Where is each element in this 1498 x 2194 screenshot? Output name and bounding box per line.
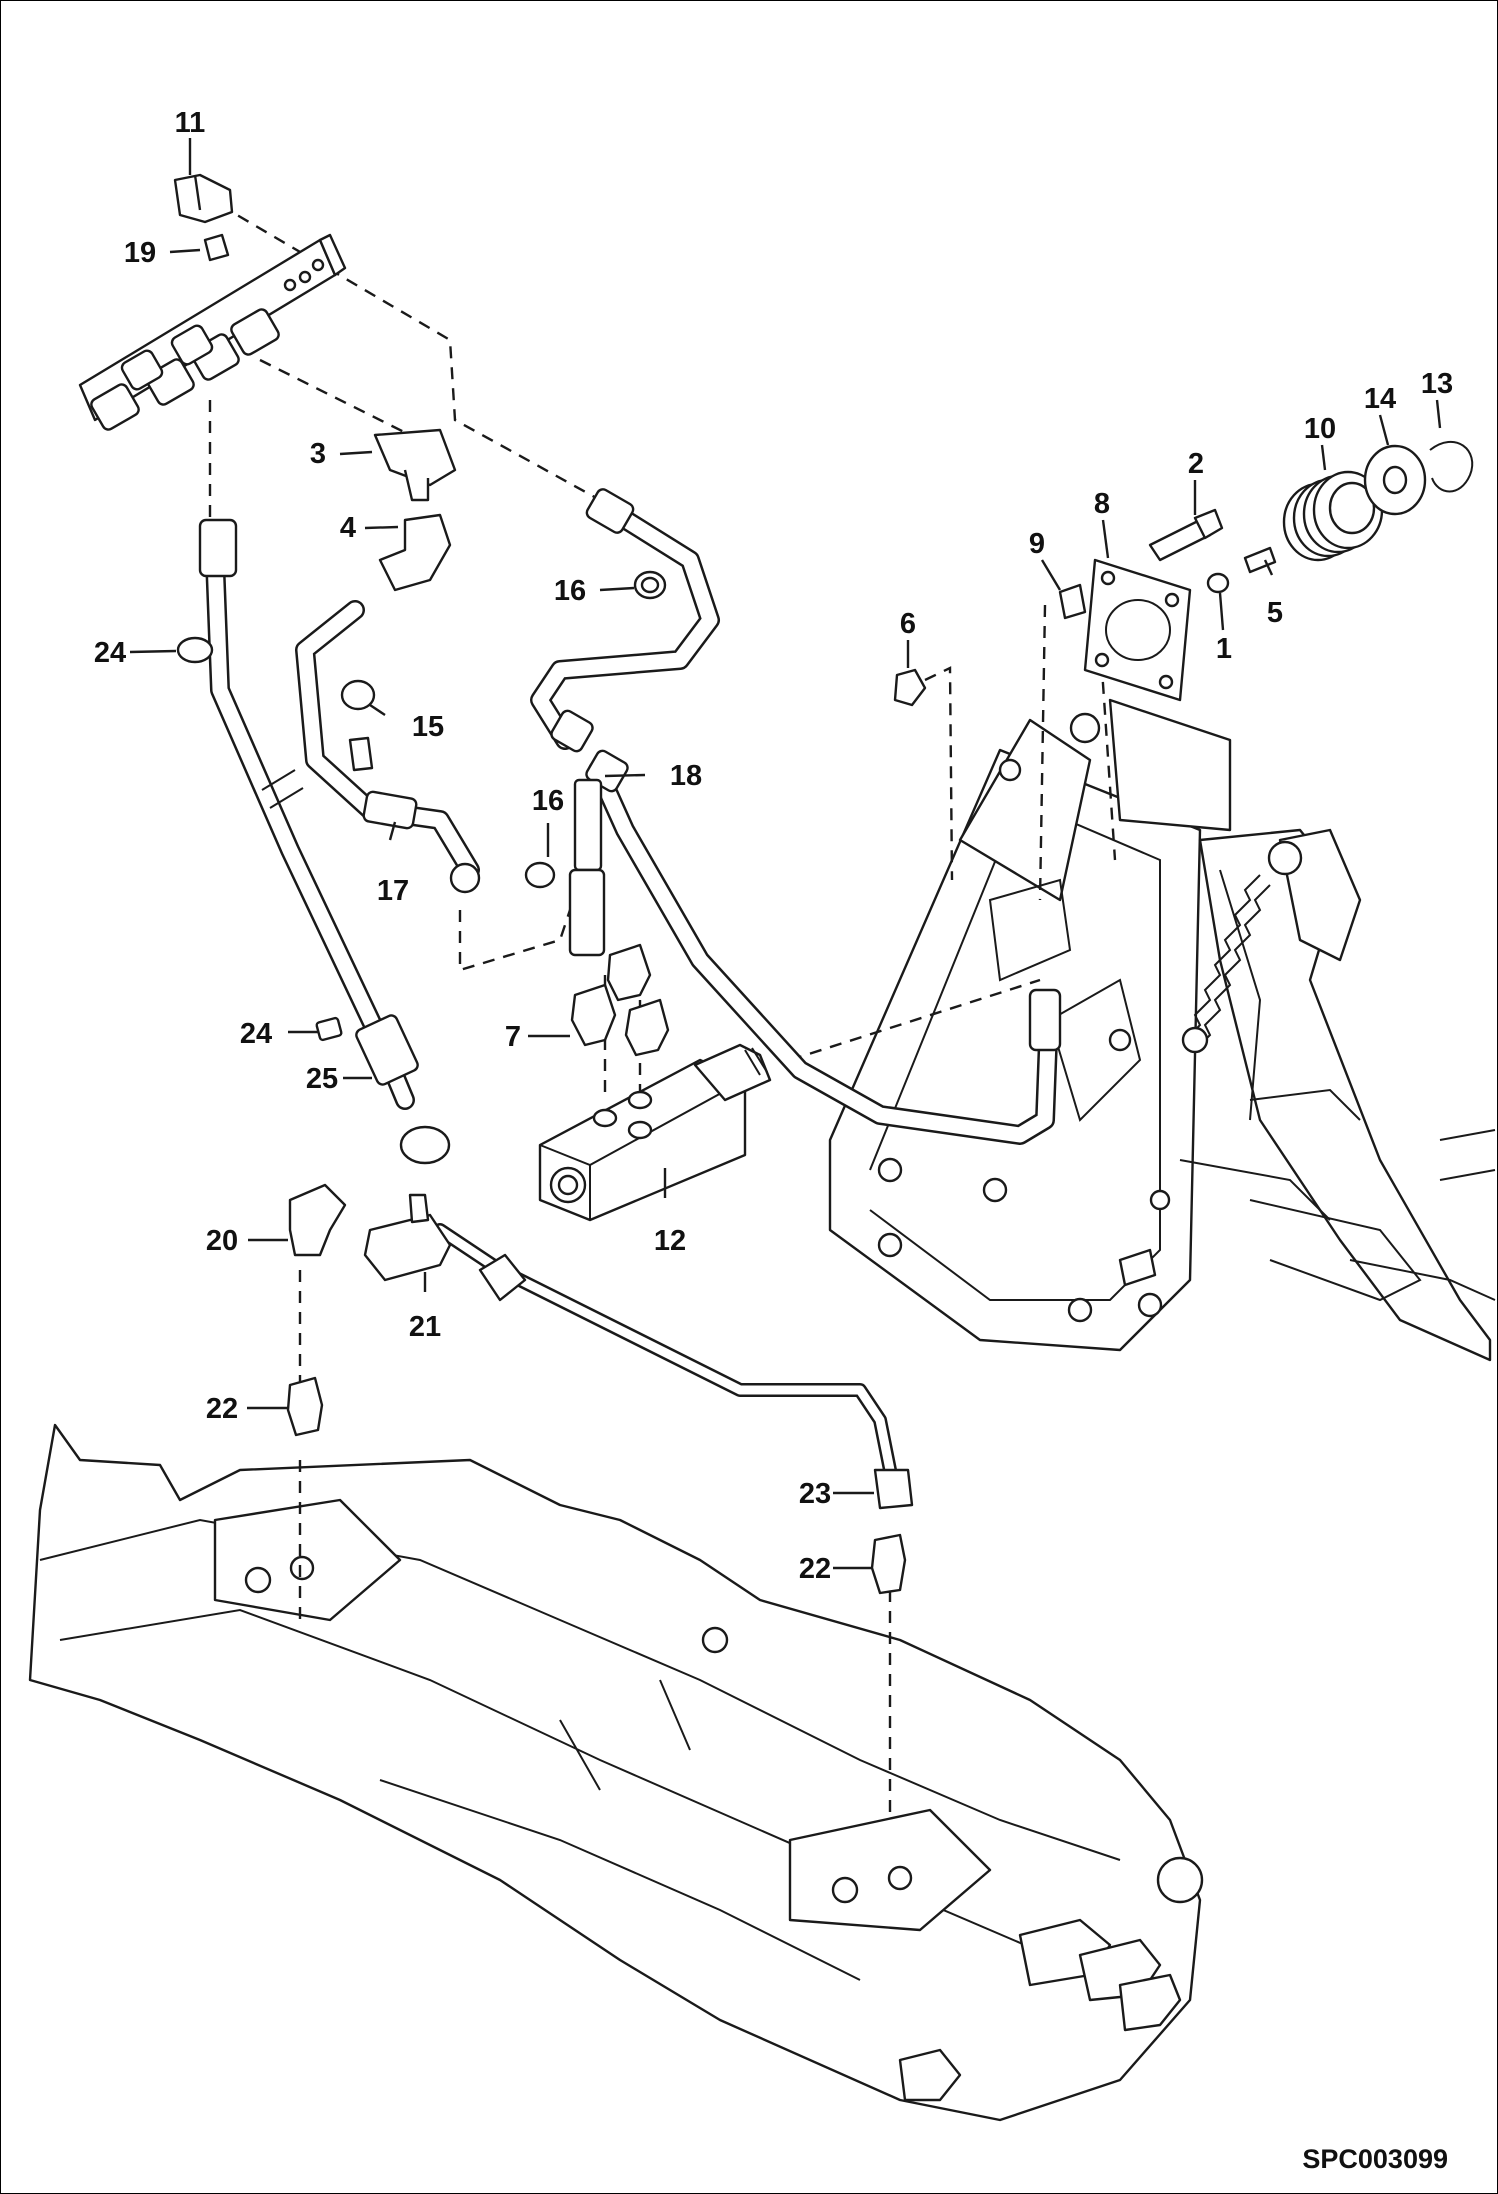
callout-12: 12 (654, 1225, 686, 1257)
drawing-reference-code: SPC003099 (1302, 2144, 1448, 2174)
callout-2: 2 (1188, 448, 1204, 480)
callout-24-low: 24 (240, 1018, 272, 1050)
callout-8: 8 (1094, 488, 1110, 520)
callout-24-top: 24 (94, 637, 126, 669)
callout-7: 7 (505, 1021, 521, 1053)
callout-10: 10 (1304, 413, 1336, 445)
pedal-bracket-assembly (828, 698, 1496, 1362)
callout-23: 23 (799, 1478, 831, 1510)
callout-18: 18 (670, 760, 702, 792)
callout-4: 4 (340, 512, 356, 544)
callout-13: 13 (1421, 368, 1453, 400)
callout-6: 6 (900, 608, 916, 640)
callout-11: 11 (175, 107, 206, 139)
callout-9: 9 (1029, 528, 1045, 560)
callout-22-right: 22 (799, 1553, 831, 1585)
callout-21: 21 (409, 1311, 441, 1343)
callout-leaders (129, 138, 1442, 1570)
callout-1: 1 (1216, 633, 1232, 665)
callout-25: 25 (306, 1063, 338, 1095)
fittings (78, 173, 1474, 1595)
callout-17: 17 (377, 875, 409, 907)
callout-16-top: 16 (554, 575, 586, 607)
callout-15: 15 (412, 711, 444, 743)
callout-19: 19 (124, 237, 156, 269)
undercarriage-frame (28, 1423, 1204, 2122)
callout-20: 20 (206, 1225, 238, 1257)
callout-14: 14 (1364, 383, 1396, 415)
callout-5: 5 (1267, 597, 1283, 629)
callout-16-mid: 16 (532, 785, 564, 817)
callout-3: 3 (310, 438, 326, 470)
callout-labels: 11 19 3 4 16 24 15 17 16 18 7 24 25 12 2… (94, 107, 1453, 1585)
callout-22-left: 22 (206, 1393, 238, 1425)
